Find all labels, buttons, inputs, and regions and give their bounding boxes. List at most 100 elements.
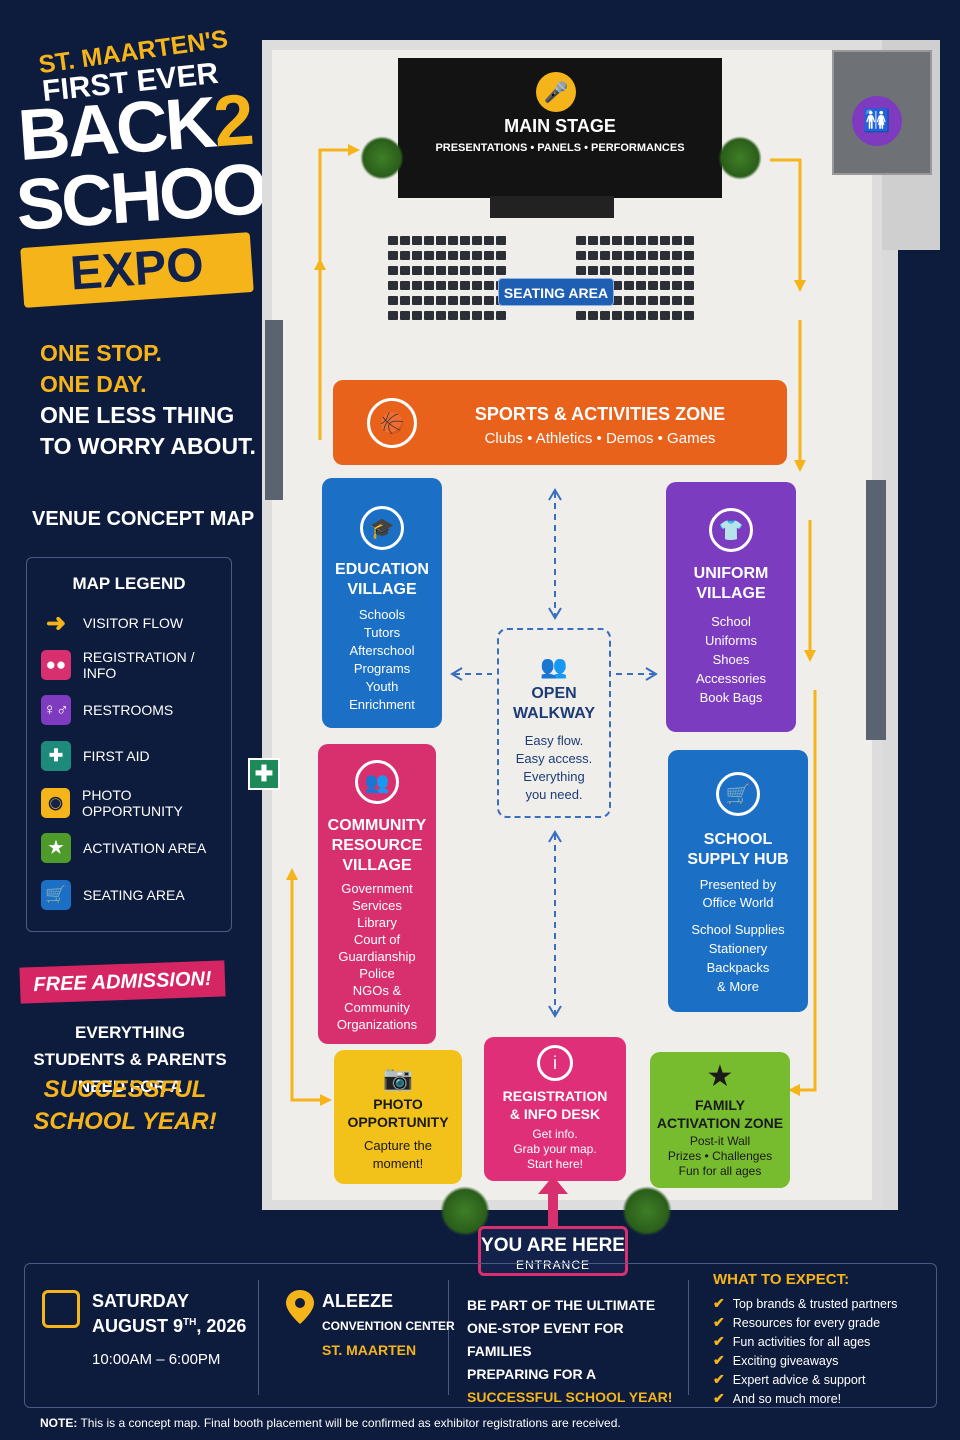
seating-area-label: SEATING AREA [498, 278, 614, 306]
you-are-here-title: YOU ARE HERE [481, 1235, 625, 1256]
zone-desc-list: Post-it Wall Prizes • Challenges Fun for… [650, 1134, 790, 1179]
photo-opportunity-zone: 📷 PHOTO OPPORTUNITY Capture the moment! [334, 1050, 462, 1184]
chair [412, 236, 422, 245]
entrance-label: ENTRANCE [515, 1258, 590, 1272]
chair [612, 311, 622, 320]
entrance-arrow-icon [538, 1176, 568, 1226]
zone-desc: Backpacks [706, 960, 770, 975]
expect-item: ✔Top brands & trusted partners [713, 1295, 897, 1312]
zone-desc-list: School Uniforms Shoes Accessories Book B… [666, 612, 796, 707]
legend-item-photo: ◉ PHOTO OPPORTUNITY [41, 787, 231, 819]
footnote: NOTE: This is a concept map. Final booth… [40, 1416, 621, 1430]
check-icon: ✔ [713, 1333, 725, 1349]
legend-label: REGISTRATION / INFO [82, 649, 195, 681]
seating-block-left [388, 236, 506, 320]
event-date-main: AUGUST 9 [92, 1316, 184, 1336]
zone-desc: Capture the [364, 1138, 432, 1153]
zone-title: OPPORTUNITY [347, 1114, 449, 1130]
chair [388, 311, 398, 320]
event-date: AUGUST 9TH, 2026 [92, 1316, 246, 1337]
chair [496, 266, 506, 275]
promo-line: BE PART OF THE ULTIMATE [467, 1297, 656, 1313]
plant [622, 1186, 672, 1236]
flow-arrowhead [348, 144, 360, 156]
chair [448, 251, 458, 260]
flow-line [318, 148, 348, 440]
legend-item-first-aid: ✚ FIRST AID [41, 741, 150, 771]
zone-desc: School [711, 614, 751, 629]
chair [400, 236, 410, 245]
chair [436, 266, 446, 275]
chair [576, 266, 586, 275]
zone-desc: you need. [525, 787, 583, 802]
legend-title: MAP LEGEND [72, 574, 186, 593]
chair [648, 311, 658, 320]
zone-desc: Enrichment [349, 697, 415, 712]
expect-item-label: And so much more! [732, 1391, 842, 1406]
walkway-arrowhead [548, 830, 562, 843]
zone-sponsor: Office World [702, 895, 774, 910]
chair [460, 266, 470, 275]
first-aid-icon: ✚ [248, 758, 280, 790]
zone-title: REGISTRATION [502, 1088, 608, 1104]
zone-title: WALKWAY [512, 705, 596, 722]
chair [600, 266, 610, 275]
basketball-icon: 🏀 [367, 398, 417, 448]
chair [448, 266, 458, 275]
flow-arrowhead [286, 868, 298, 880]
zone-title: COMMUNITY [327, 817, 427, 834]
promo-line: SUCCESSFUL SCHOOL YEAR! [467, 1389, 673, 1405]
zone-desc: Fun for all ages [678, 1164, 762, 1178]
chair [576, 236, 586, 245]
expect-title: WHAT TO EXPECT: [713, 1271, 850, 1288]
chair [612, 251, 622, 260]
chair [600, 311, 610, 320]
event-date-suffix: TH [183, 1317, 197, 1328]
education-village: 🎓 EDUCATION VILLAGE Schools Tutors After… [322, 478, 442, 728]
walkway-arrowhead [548, 488, 562, 501]
check-icon: ✔ [713, 1352, 725, 1368]
chair [412, 251, 422, 260]
zone-title: RESOURCE [331, 837, 423, 854]
walkway-arrowhead [548, 607, 562, 620]
chair [448, 281, 458, 290]
walkway-arrowhead [450, 667, 463, 681]
chair [648, 266, 658, 275]
zone-desc-list: Government Services Library Court of Gua… [318, 880, 436, 1033]
chair [660, 311, 670, 320]
check-icon: ✔ [713, 1295, 725, 1311]
chair [424, 236, 434, 245]
event-time: 10:00AM – 6:00PM [92, 1351, 221, 1368]
cross-icon: ✚ [41, 741, 71, 771]
tagline-line-2: ONE DAY. [40, 371, 147, 397]
family-activation-zone: ★ FAMILY ACTIVATION ZONE Post-it Wall Pr… [650, 1052, 790, 1188]
chair [672, 251, 682, 260]
chair [684, 236, 694, 245]
chair [496, 251, 506, 260]
chair [484, 266, 494, 275]
zone-desc: Tutors [363, 625, 401, 640]
chair [648, 251, 658, 260]
chair [436, 236, 446, 245]
chair [448, 296, 458, 305]
chair [684, 266, 694, 275]
check-icon: ✔ [713, 1314, 725, 1330]
legend-label: FIRST AID [83, 748, 150, 764]
legend-label: PHOTO OPPORTUNITY [81, 787, 183, 819]
chair [424, 281, 434, 290]
tagline-line-1: ONE STOP. [40, 340, 162, 366]
uniform-village: 👕 UNIFORM VILLAGE School Uniforms Shoes … [666, 482, 796, 732]
chair [576, 251, 586, 260]
free-admission-text: FREE ADMISSION! [33, 967, 212, 997]
east-window [866, 480, 886, 740]
expect-item-label: Resources for every grade [732, 1315, 881, 1330]
calendar-icon [42, 1290, 80, 1328]
zone-desc: & More [717, 979, 759, 994]
expect-item-label: Fun activities for all ages [732, 1334, 871, 1349]
zone-desc: Easy access. [515, 751, 593, 766]
chair [400, 266, 410, 275]
chair [436, 296, 446, 305]
chair [684, 296, 694, 305]
legend-item-registration: ●● REGISTRATION / INFO [41, 649, 231, 681]
expect-item: ✔ Fun activities for all ages [713, 1333, 870, 1350]
